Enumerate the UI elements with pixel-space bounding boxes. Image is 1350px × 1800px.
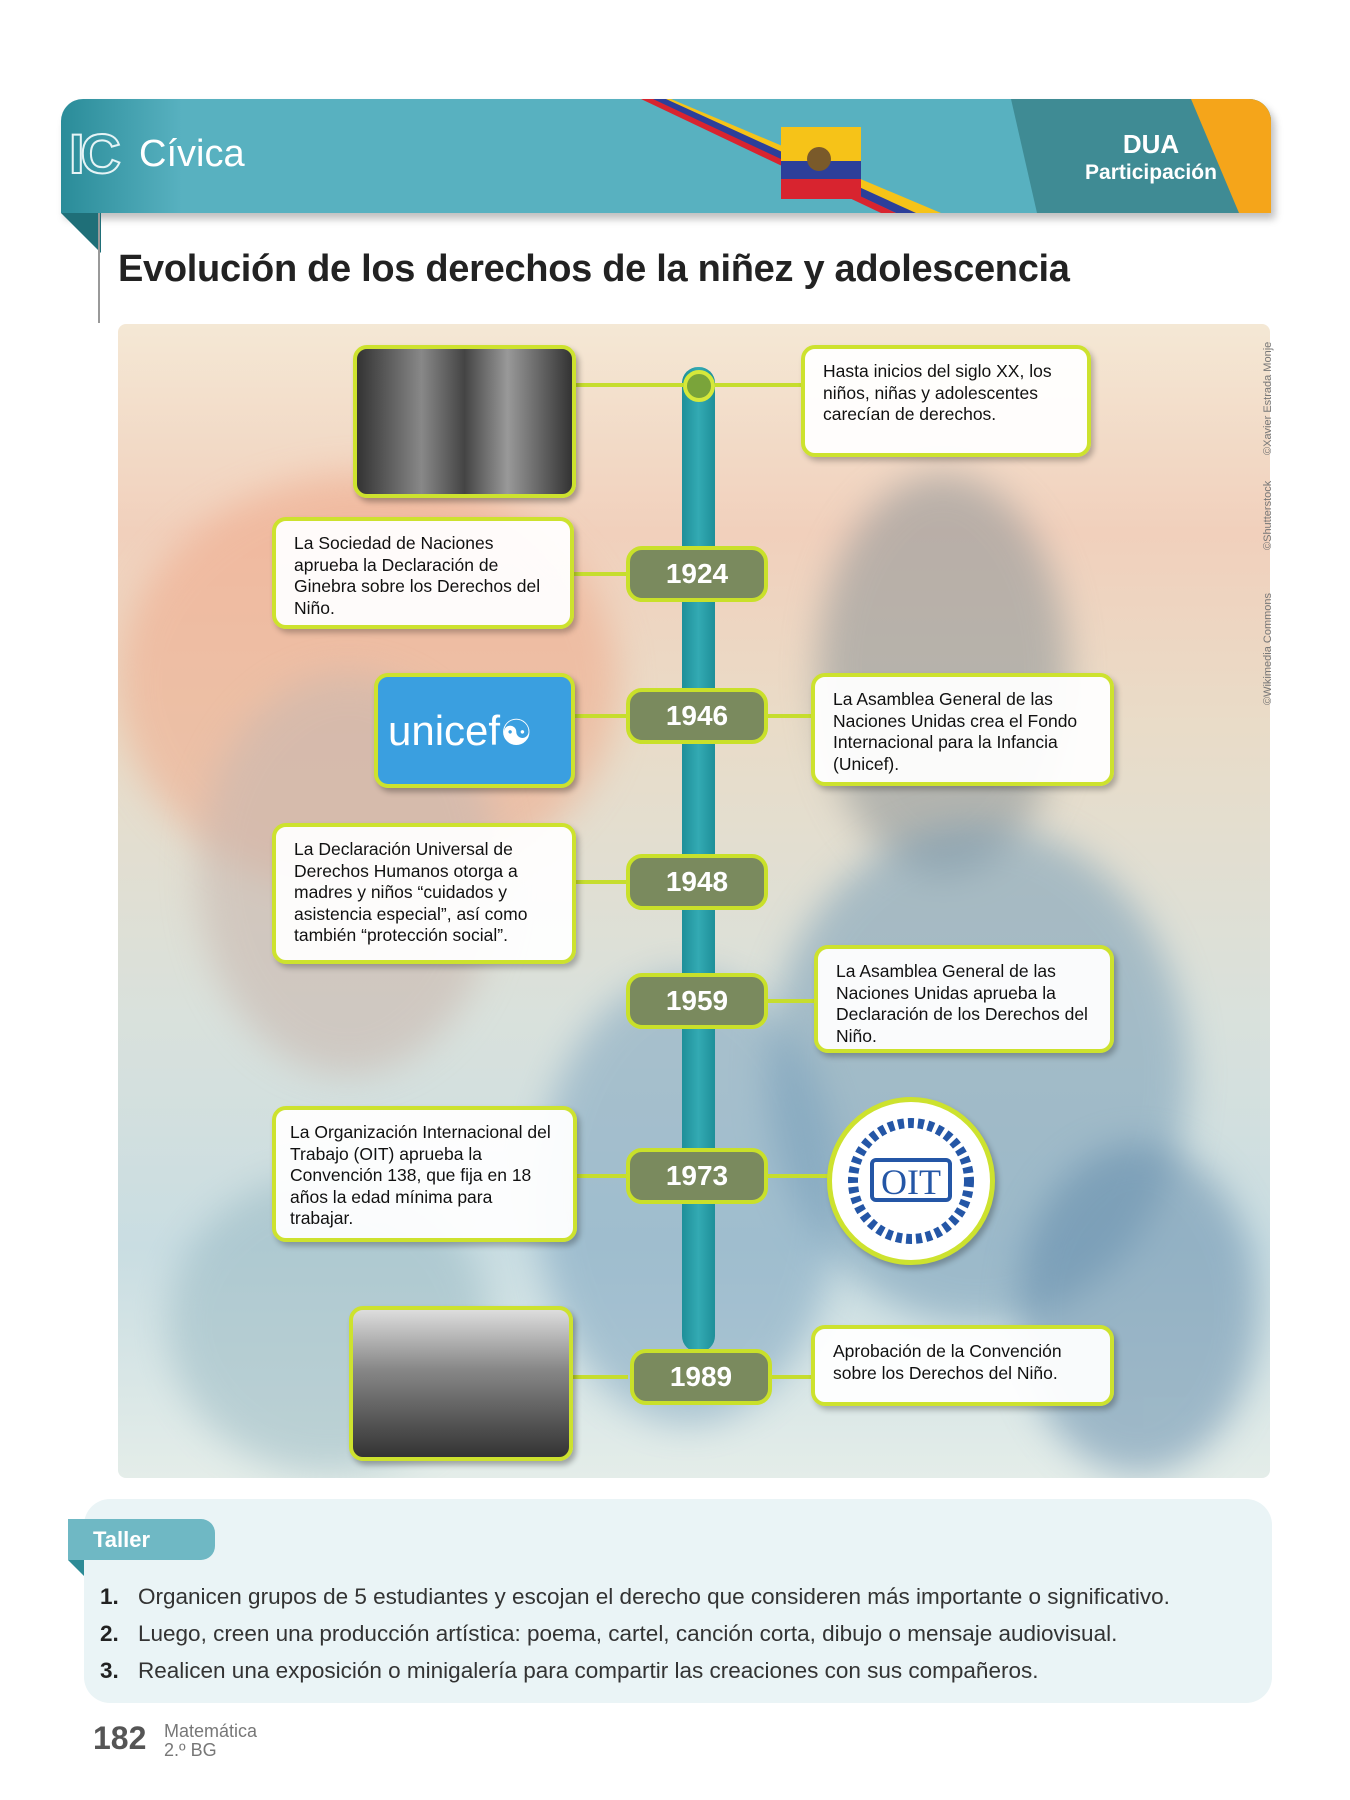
connector — [574, 572, 628, 576]
intro-box: Hasta inicios del siglo XX, los niños, n… — [801, 345, 1091, 457]
event-1948-box: La Declaración Universal de Derechos Hum… — [272, 823, 576, 964]
title-rule — [98, 213, 100, 323]
taller-label: Taller — [68, 1519, 215, 1560]
event-1959-box: La Asamblea General de las Naciones Unid… — [814, 945, 1114, 1053]
connector — [766, 999, 816, 1003]
oit-emblem-icon: OIT — [848, 1118, 974, 1244]
header-fold — [61, 213, 101, 253]
section-header: IC Cívica DUA Participación — [61, 99, 1271, 213]
connector — [577, 1174, 628, 1178]
item-text: Organicen grupos de 5 estudiantes y esco… — [138, 1584, 1170, 1609]
item-text: Luego, creen una producción artística: p… — [138, 1621, 1118, 1646]
event-1989-box: Aprobación de la Convención sobre los De… — [811, 1325, 1114, 1406]
item-number: 3. — [100, 1658, 119, 1683]
svg-text:OIT: OIT — [881, 1162, 941, 1202]
list-item: 1. Organicen grupos de 5 estudiantes y es… — [100, 1584, 1170, 1610]
oit-logo: OIT — [827, 1097, 995, 1265]
grade-level: 2.º BG — [164, 1740, 217, 1760]
year-1946: 1946 — [626, 688, 768, 744]
connector — [576, 383, 684, 387]
list-item: 3. Realicen una exposición o minigalería … — [100, 1658, 1038, 1684]
event-1973-box: La Organización Internacional del Trabaj… — [272, 1106, 577, 1242]
globe-icon: ☯ — [500, 712, 533, 753]
timeline-start-dot — [683, 370, 715, 402]
taller-panel — [84, 1499, 1272, 1703]
credit-text: ©Wikimedia Commons — [1262, 592, 1274, 705]
section-name: Cívica — [139, 133, 245, 175]
year-1959: 1959 — [626, 973, 768, 1029]
item-text: Realicen una exposición o minigalería pa… — [138, 1658, 1039, 1683]
connector — [715, 383, 803, 387]
subject-name: Matemática — [164, 1721, 258, 1741]
item-number: 2. — [100, 1621, 119, 1646]
dua-badge-title: DUA — [1122, 129, 1180, 159]
connector — [766, 1375, 813, 1379]
connector — [575, 714, 628, 718]
credit-text: ©Shutterstock — [1262, 480, 1274, 550]
image-credits: ©Xavier Estrada Monje ©Shutterstock ©Wik… — [1262, 330, 1292, 710]
connector — [766, 714, 813, 718]
year-1948: 1948 — [626, 854, 768, 910]
connector — [576, 880, 628, 884]
year-1989: 1989 — [630, 1349, 772, 1405]
year-1973: 1973 — [626, 1148, 768, 1204]
dua-badge-subtitle: Participación — [1085, 161, 1217, 184]
unicef-wordmark: unicef — [388, 707, 501, 754]
connector — [573, 1375, 628, 1379]
child-labor-photo — [353, 345, 576, 498]
ecuador-flag-ribbon — [641, 99, 941, 213]
convention-photo — [349, 1306, 573, 1461]
list-item: 2. Luego, creen una producción artística:… — [100, 1621, 1117, 1647]
connector — [766, 1174, 829, 1178]
item-number: 1. — [100, 1584, 119, 1609]
page-title: Evolución de los derechos de la niñez y … — [118, 248, 1070, 290]
tab-fold — [68, 1560, 84, 1576]
unicef-logo: unicef☯ — [374, 673, 575, 788]
event-1924-box: La Sociedad de Naciones aprueba la Decla… — [272, 517, 574, 629]
ic-logo: IC — [68, 121, 122, 186]
credit-text: ©Xavier Estrada Monje — [1262, 341, 1274, 455]
year-1924: 1924 — [626, 546, 768, 602]
event-1946-box: La Asamblea General de las Naciones Unid… — [811, 673, 1114, 786]
page-number: 182 — [93, 1720, 147, 1756]
